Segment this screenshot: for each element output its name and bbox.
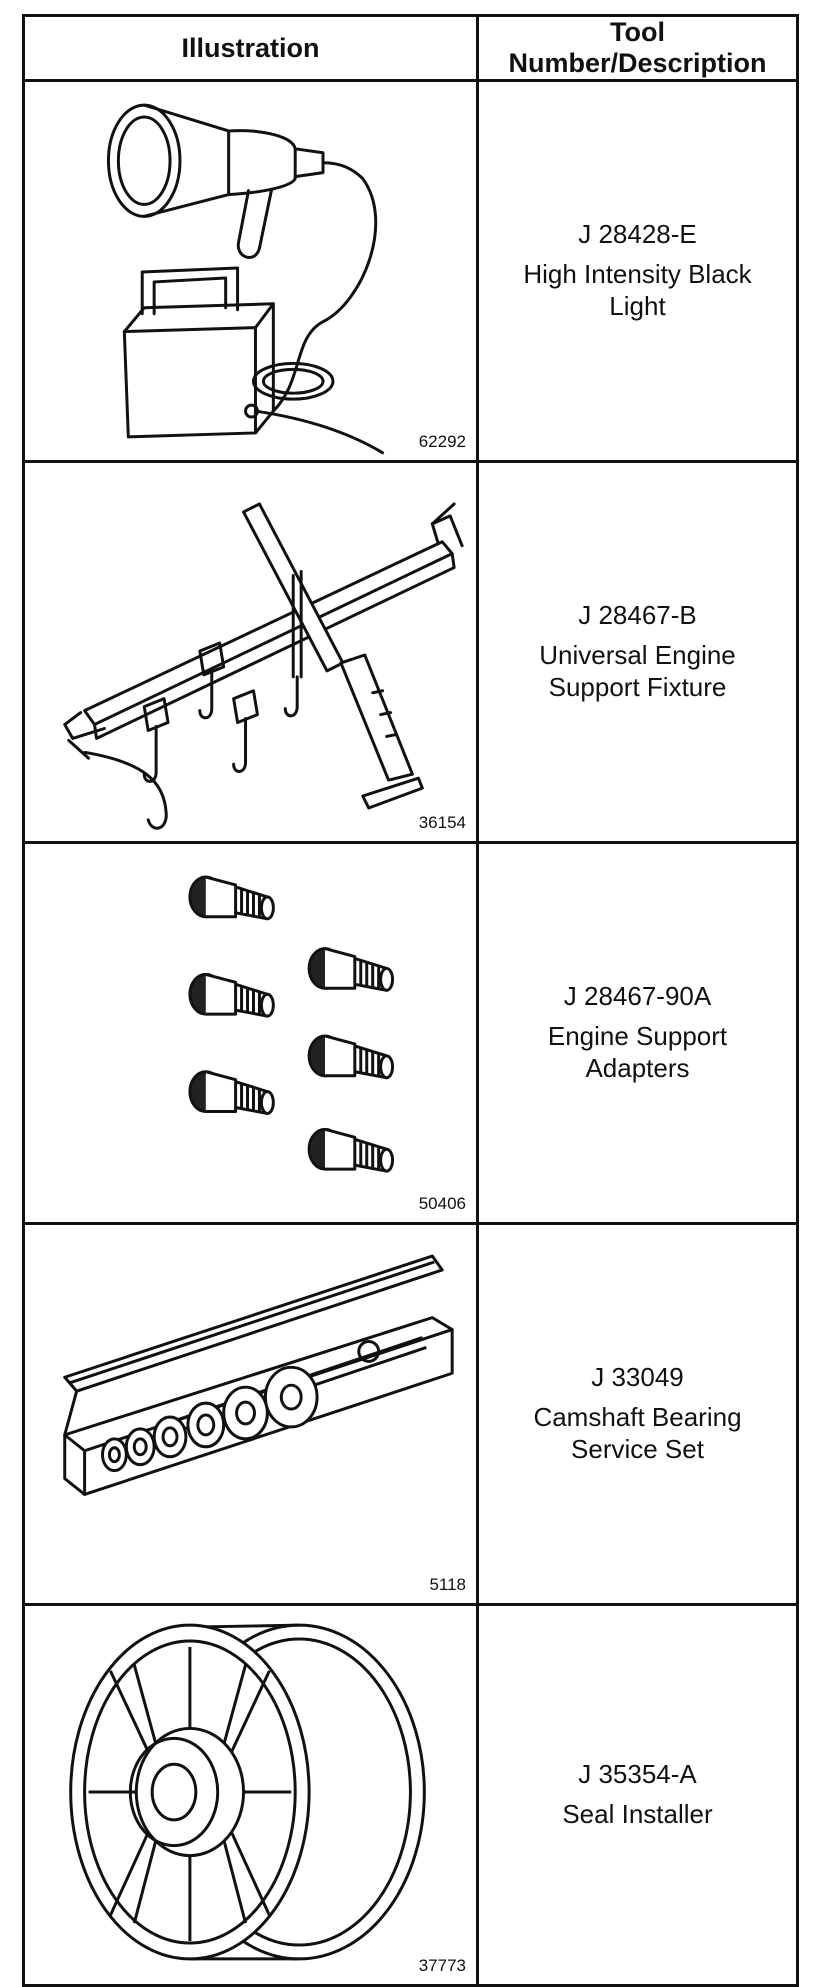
table-row: 36154 J 28467-B Universal Engine Support… xyxy=(22,460,799,844)
description-cell: J 33049 Camshaft Bearing Service Set xyxy=(476,1222,799,1606)
support-adapters-icon xyxy=(188,875,395,1173)
description-cell: J 35354-A Seal Installer xyxy=(476,1603,799,1987)
description-cell: J 28467-90A Engine Support Adapters xyxy=(476,841,799,1225)
table-row: 37773 J 35354-A Seal Installer xyxy=(22,1603,799,1987)
illustration-cell: 37773 xyxy=(22,1603,479,1987)
illustration-header: Illustration xyxy=(22,14,479,82)
tool-table: Illustration Tool Number/Description xyxy=(22,14,799,1987)
illustration-cell: 5118 xyxy=(22,1222,479,1606)
figure-number: 62292 xyxy=(418,432,466,451)
tool-number: J 28428-E xyxy=(578,219,697,250)
tool-number: J 28467-B xyxy=(578,600,697,631)
table-row: 5118 J 33049 Camshaft Bearing Service Se… xyxy=(22,1222,799,1606)
figure-number: 5118 xyxy=(429,1575,466,1594)
description-cell: J 28467-B Universal Engine Support Fixtu… xyxy=(476,460,799,844)
tool-description: Camshaft Bearing Service Set xyxy=(533,1402,742,1464)
table-header-row: Illustration Tool Number/Description xyxy=(22,14,799,82)
description-cell: J 28428-E High Intensity Black Light xyxy=(476,79,799,463)
table-row: 50406 J 28467-90A Engine Support Adapter… xyxy=(22,841,799,1225)
table-row: 62292 J 28428-E High Intensity Black Lig… xyxy=(22,79,799,463)
tool-number: J 28467-90A xyxy=(563,981,712,1012)
tool-number: J 35354-A xyxy=(578,1759,697,1790)
tool-description: Engine Support Adapters xyxy=(547,1021,728,1083)
engine-support-fixture-icon xyxy=(63,502,464,830)
bearing-service-set-icon xyxy=(63,1254,454,1496)
black-light-icon xyxy=(106,103,385,455)
seal-installer-icon xyxy=(69,1623,426,1961)
tool-description: Universal Engine Support Fixture xyxy=(539,640,736,702)
illustration-cell: 50406 xyxy=(22,841,479,1225)
tool-number: J 33049 xyxy=(591,1362,684,1393)
tool-description: High Intensity Black Light xyxy=(523,259,752,321)
tool-description: Seal Installer xyxy=(562,1799,713,1829)
figure-number: 50406 xyxy=(418,1194,466,1213)
illustration-cell: 36154 xyxy=(22,460,479,844)
figure-number: 37773 xyxy=(418,1956,466,1975)
figure-number: 36154 xyxy=(418,813,466,832)
illustration-cell: 62292 xyxy=(22,79,479,463)
description-header: Tool Number/Description xyxy=(476,14,799,82)
